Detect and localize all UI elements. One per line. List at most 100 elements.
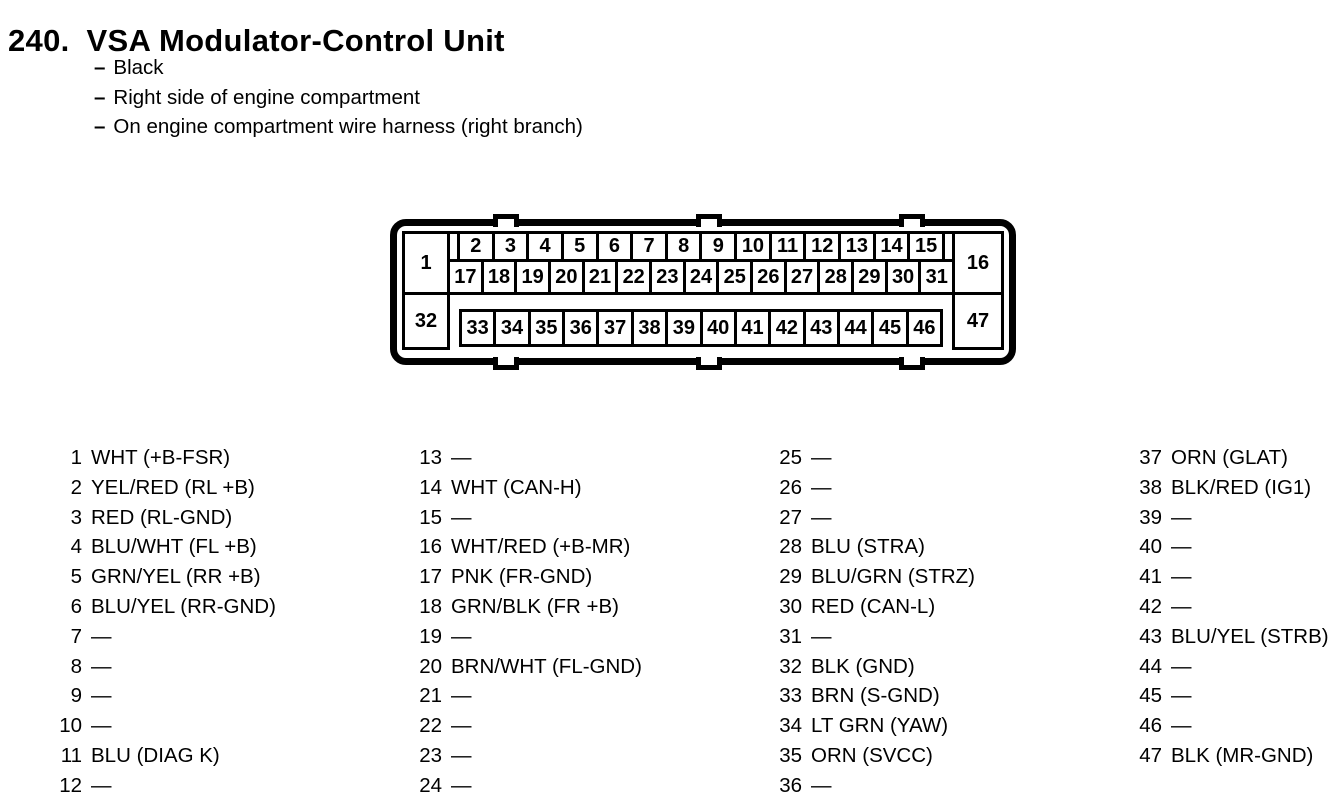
connector-pin-cell: 36 bbox=[562, 309, 600, 347]
connector-pin-cell: 42 bbox=[768, 309, 806, 347]
connector-pin-cell: 45 bbox=[871, 309, 909, 347]
pin-row: 19 — bbox=[414, 625, 642, 655]
pin-row: 34 LT GRN (YAW) bbox=[774, 714, 975, 744]
pin-row: 14 WHT (CAN-H) bbox=[414, 476, 642, 506]
pin-wire-label: BLU (STRA) bbox=[811, 535, 925, 559]
pin-wire-label: — bbox=[91, 654, 112, 678]
pin-number: 3 bbox=[70, 505, 82, 529]
pin-list-column-4: 37 ORN (GLAT) 38 BLK/RED (IG1) 39 — 40 —… bbox=[1134, 446, 1329, 774]
pin-row: 20 BRN/WHT (FL-GND) bbox=[414, 655, 642, 685]
pin-row: 18 GRN/BLK (FR +B) bbox=[414, 595, 642, 625]
pin-wire-label: BLU/YEL (RR-GND) bbox=[91, 594, 276, 618]
connector-pin-cell: 22 bbox=[615, 259, 653, 295]
connector-pin-cell: 34 bbox=[493, 309, 531, 347]
pin-wire-label: BLK/RED (IG1) bbox=[1171, 475, 1312, 499]
pin-row: 29 BLU/GRN (STRZ) bbox=[774, 565, 975, 595]
pin-wire-label: ORN (SVCC) bbox=[811, 743, 933, 767]
pin-number: 25 bbox=[779, 446, 802, 469]
pin-row: 42 — bbox=[1134, 595, 1329, 625]
pin-row: 25 — bbox=[774, 446, 975, 476]
page-title: 240.VSA Modulator-Control Unit bbox=[8, 23, 505, 59]
connector-pin-cell: 24 bbox=[682, 259, 720, 295]
pin-row: 21 — bbox=[414, 684, 642, 714]
connector-pin-cell: 6 bbox=[595, 231, 634, 262]
connector-pin-cell: 19 bbox=[514, 259, 552, 295]
pin-number: 19 bbox=[419, 624, 442, 648]
pin-number: 23 bbox=[419, 743, 442, 767]
pin-number: 46 bbox=[1139, 714, 1162, 738]
pin-row: 1 WHT (+B-FSR) bbox=[54, 446, 276, 476]
connector-pin-cell: 38 bbox=[630, 309, 669, 347]
pin-row: 40 — bbox=[1134, 535, 1329, 565]
pin-row: 26 — bbox=[774, 476, 975, 506]
pin-wire-label: BLK (GND) bbox=[811, 654, 915, 678]
pin-wire-label: GRN/BLK (FR +B) bbox=[451, 594, 620, 618]
connector-pin-cell: 35 bbox=[527, 309, 566, 347]
pin-row: 32 BLK (GND) bbox=[774, 655, 975, 685]
pin-wire-label: — bbox=[451, 773, 472, 797]
connector-pin-cell: 39 bbox=[665, 309, 703, 347]
pin-row: 17 PNK (FR-GND) bbox=[414, 565, 642, 595]
pin-row: 33 BRN (S-GND) bbox=[774, 684, 975, 714]
pin-row: 12 — bbox=[54, 774, 276, 804]
pin-row: 7 — bbox=[54, 625, 276, 655]
location-note: – On engine compartment wire harness (ri… bbox=[94, 112, 583, 142]
pin-row: 8 — bbox=[54, 655, 276, 685]
pin-row: 39 — bbox=[1134, 506, 1329, 536]
connector-pin-cell: 13 bbox=[838, 231, 876, 262]
pin-row: 16 WHT/RED (+B-MR) bbox=[414, 535, 642, 565]
connector-pin-cell: 29 bbox=[851, 259, 888, 295]
pin-number: 5 bbox=[70, 565, 82, 589]
pin-wire-label: — bbox=[91, 714, 112, 738]
pin-wire-label: BLU/WHT (FL +B) bbox=[91, 535, 257, 559]
pin-wire-label: PNK (FR-GND) bbox=[451, 565, 593, 589]
connector-pin-cell: 41 bbox=[733, 309, 772, 347]
pin-row: 47 BLK (MR-GND) bbox=[1134, 744, 1329, 774]
pin-row: 27 — bbox=[774, 506, 975, 536]
pin-list-column-3: 25 — 26 — 27 — 28 BLU (STRA) 29 BLU/GRN … bbox=[774, 446, 975, 804]
connector-pin-cell: 3 bbox=[491, 231, 530, 262]
connector-left-column: 1 32 bbox=[402, 231, 450, 353]
pin-wire-label: — bbox=[451, 505, 472, 529]
connector-pin-cell: 28 bbox=[817, 259, 855, 295]
connector-pin-cell: 37 bbox=[596, 309, 634, 347]
pin-row: 9 — bbox=[54, 684, 276, 714]
pin-wire-label: — bbox=[1171, 684, 1192, 708]
pin-wire-label: — bbox=[91, 684, 112, 708]
connector-pin-cell: 44 bbox=[836, 309, 875, 347]
connector-pin-cell: 10 bbox=[734, 231, 772, 262]
pin-number: 7 bbox=[70, 624, 82, 648]
pin-row: 22 — bbox=[414, 714, 642, 744]
connector-pin-cell: 43 bbox=[802, 309, 840, 347]
connector-pin-cell: 16 bbox=[952, 231, 1004, 295]
pin-number: 16 bbox=[419, 535, 442, 559]
pin-wire-label: — bbox=[451, 743, 472, 767]
pin-row: 37 ORN (GLAT) bbox=[1134, 446, 1329, 476]
pin-row: 23 — bbox=[414, 744, 642, 774]
pin-wire-label: — bbox=[451, 714, 472, 738]
location-note: – Black bbox=[94, 53, 583, 83]
location-note: – Right side of engine compartment bbox=[94, 83, 583, 113]
pin-number: 10 bbox=[59, 714, 82, 738]
pin-number: 39 bbox=[1139, 505, 1162, 529]
pin-number: 12 bbox=[59, 773, 82, 797]
pin-number: 8 bbox=[70, 654, 82, 678]
pin-wire-label: — bbox=[811, 475, 832, 499]
location-notes: – Black – Right side of engine compartme… bbox=[94, 53, 583, 142]
connector-pin-cell: 30 bbox=[884, 259, 922, 295]
pin-row: 4 BLU/WHT (FL +B) bbox=[54, 535, 276, 565]
connector-pin-cell: 23 bbox=[649, 259, 686, 295]
pin-row: 5 GRN/YEL (RR +B) bbox=[54, 565, 276, 595]
pin-number: 42 bbox=[1139, 594, 1162, 618]
pin-wire-label: BLK (MR-GND) bbox=[1171, 743, 1314, 767]
pin-number: 35 bbox=[779, 743, 802, 767]
connector-mount-tab bbox=[696, 357, 722, 370]
connector-pin-cell: 20 bbox=[548, 259, 585, 295]
connector-mount-tab bbox=[899, 214, 925, 227]
pin-row: 10 — bbox=[54, 714, 276, 744]
connector-pin-cell: 21 bbox=[581, 259, 619, 295]
pin-wire-label: — bbox=[1171, 535, 1192, 559]
pin-number: 22 bbox=[419, 714, 442, 738]
